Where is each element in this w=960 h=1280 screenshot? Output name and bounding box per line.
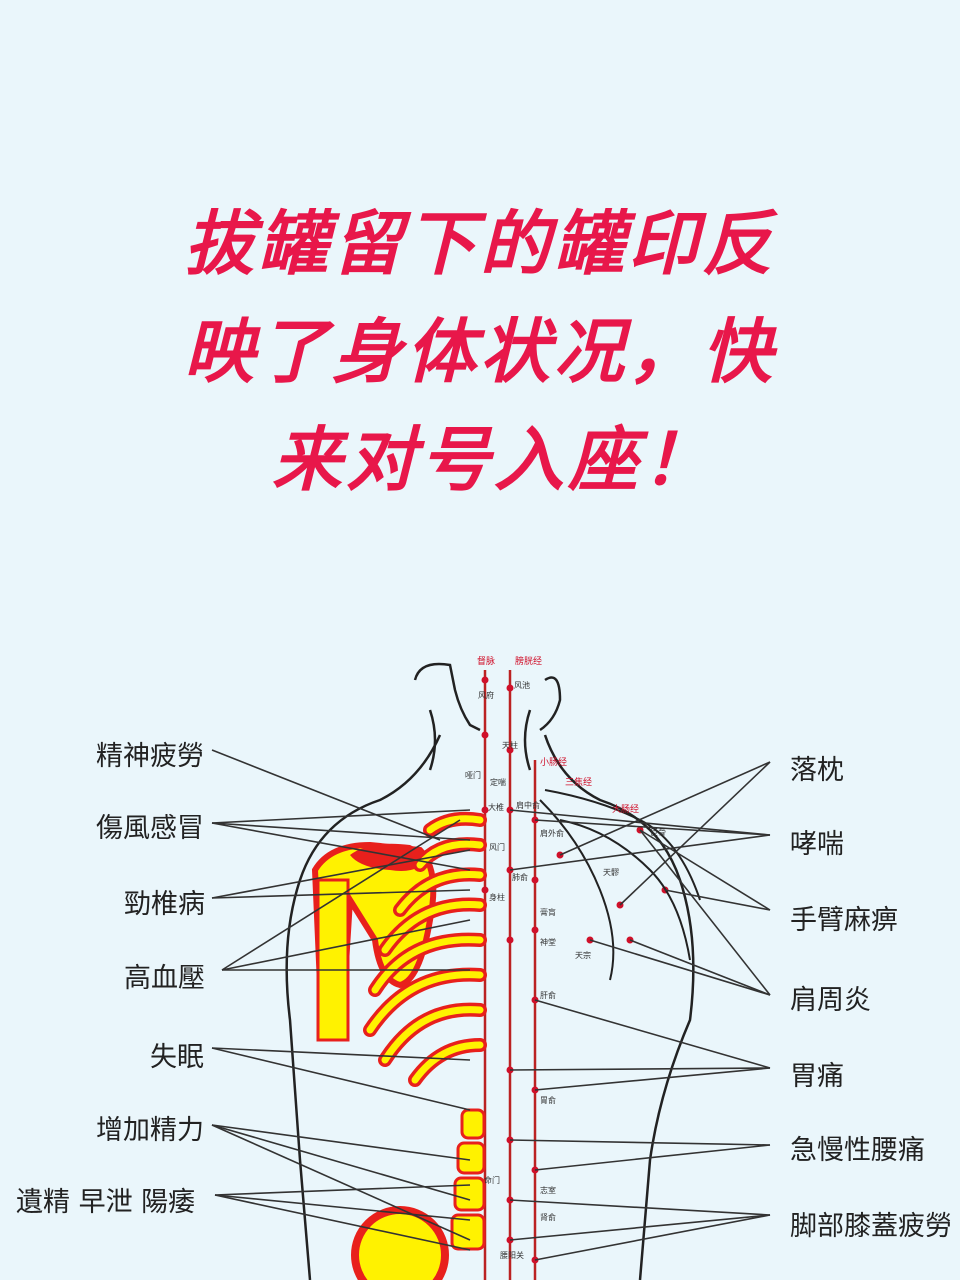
svg-text:腰阳关: 腰阳关 xyxy=(500,1250,524,1260)
svg-text:定喘: 定喘 xyxy=(490,777,506,787)
label-arm-numbness: 手臂麻痹 xyxy=(790,905,898,936)
body-illustration: 督脉 膀胱经 小肠经 三焦经 大肠经 风府 风池 天柱 哑门 定喘 大椎 肩中俞… xyxy=(211,655,771,1280)
label-asthma: 哮喘 xyxy=(790,829,844,860)
svg-text:巨骨: 巨骨 xyxy=(650,828,666,837)
pointer-lines-right xyxy=(509,761,771,1261)
svg-text:肝俞: 肝俞 xyxy=(540,990,556,1000)
label-increase-energy: 增加精力 xyxy=(96,1115,204,1146)
svg-text:大椎: 大椎 xyxy=(488,802,504,812)
label-insomnia: 失眠 xyxy=(150,1042,204,1073)
label-stiff-neck: 落枕 xyxy=(790,755,844,786)
label-hypertension: 高血壓 xyxy=(124,963,205,994)
headline-line-3: 来对号入座！ xyxy=(272,419,716,501)
label-mental-fatigue: 精神疲勞 xyxy=(96,741,204,772)
label-reproductive: 遺精 早泄 陽痿 xyxy=(16,1187,196,1218)
skeleton xyxy=(311,811,487,1280)
svg-text:肩外俞: 肩外俞 xyxy=(540,828,564,838)
svg-text:命门: 命门 xyxy=(484,1175,500,1185)
label-cervical-spondylosis: 勁椎病 xyxy=(124,889,205,920)
svg-text:胃俞: 胃俞 xyxy=(540,1095,556,1105)
headline-line-2: 映了身体状况，快 xyxy=(184,311,776,393)
shoulder-lines xyxy=(539,789,701,981)
svg-text:志室: 志室 xyxy=(540,1185,556,1195)
svg-text:肾俞: 肾俞 xyxy=(540,1212,556,1222)
pointer-lines-left xyxy=(211,749,471,1251)
svg-text:天髎: 天髎 xyxy=(603,868,619,877)
svg-text:神堂: 神堂 xyxy=(540,937,556,947)
svg-text:风府: 风府 xyxy=(478,690,494,700)
label-knee-fatigue: 脚部膝蓋疲勞 xyxy=(790,1211,952,1242)
svg-text:身柱: 身柱 xyxy=(489,892,505,902)
svg-text:风门: 风门 xyxy=(489,842,505,852)
meridian-large-intestine: 大肠经 xyxy=(612,803,639,815)
svg-text:风池: 风池 xyxy=(514,680,530,690)
label-stomach-ache: 胃痛 xyxy=(790,1061,844,1092)
headline: 拔罐留下的罐印反 映了身体状况，快 来对号入座！ xyxy=(0,190,960,514)
acupoint-labels: 风府 风池 天柱 哑门 定喘 大椎 肩中俞 巨骨 风门 肩外俞 肺俞 天髎 身柱… xyxy=(465,680,666,1260)
meridian-du: 督脉 xyxy=(477,655,495,667)
meridian-small-intestine: 小肠经 xyxy=(540,756,567,768)
svg-text:哑门: 哑门 xyxy=(465,770,481,780)
meridian-labels: 督脉 膀胱经 小肠经 三焦经 大肠经 xyxy=(477,655,639,815)
back-acupoint-diagram: 督脉 膀胱经 小肠经 三焦经 大肠经 风府 风池 天柱 哑门 定喘 大椎 肩中俞… xyxy=(0,640,960,1280)
meridian-bladder: 膀胱经 xyxy=(515,655,542,667)
svg-text:膏肓: 膏肓 xyxy=(540,907,556,917)
label-cold-flu: 傷風感冒 xyxy=(96,813,204,844)
svg-text:天柱: 天柱 xyxy=(502,740,518,750)
body-outline xyxy=(285,662,695,1280)
label-frozen-shoulder: 肩周炎 xyxy=(790,985,871,1016)
meridian-sanjiao: 三焦经 xyxy=(565,776,592,788)
svg-text:肩中俞: 肩中俞 xyxy=(516,800,540,810)
headline-line-1: 拔罐留下的罐印反 xyxy=(184,203,776,285)
label-back-pain: 急慢性腰痛 xyxy=(790,1135,925,1166)
svg-text:天宗: 天宗 xyxy=(575,950,591,960)
svg-text:肺俞: 肺俞 xyxy=(512,872,528,882)
